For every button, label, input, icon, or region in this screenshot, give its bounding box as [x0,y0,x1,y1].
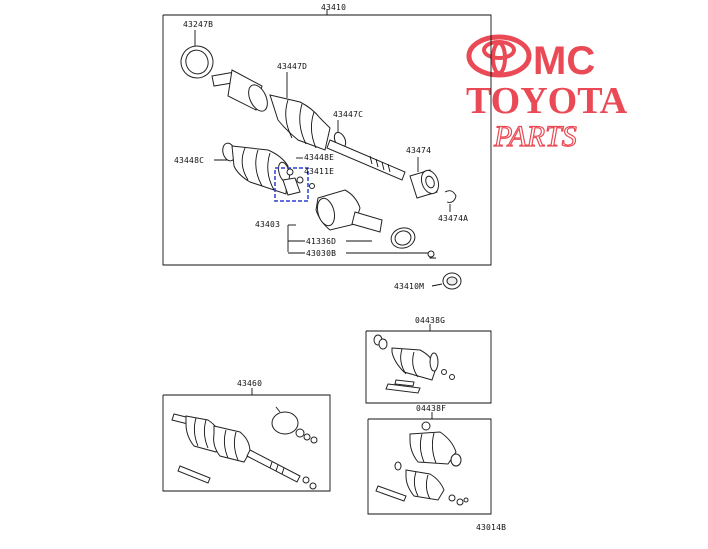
drive-shaft-assy-43460 [171,413,317,490]
label-43403: 43403 [255,220,280,229]
label-43448e: 43448E [304,153,334,162]
outer-cv-joint [211,69,268,112]
kit-frame-04438g [365,330,492,404]
outer-boot-43447d [269,94,331,151]
label-43447c: 43447C [333,110,363,119]
snap-ring [390,227,416,249]
assembly-frame-43460 [162,394,331,492]
label-43410: 43410 [321,3,346,12]
boot-kit-04438f-parts [375,421,469,506]
bearing-ring-43247b [180,45,214,79]
drive-shaft [326,139,406,181]
label-41336d: 41336D [306,237,336,246]
label-04438g: 04438G [415,316,445,325]
dynamic-damper-43474 [409,169,440,199]
boot-kit-43460-parts [177,406,318,484]
kit-frame-04438f [367,418,492,515]
label-43448c: 43448C [174,156,204,165]
label-43447d: 43447D [277,62,307,71]
inner-joint-housing-43403 [315,189,383,233]
label-43474: 43474 [406,146,431,155]
watermark-toyota: TOYOTA [466,80,628,122]
label-43460: 43460 [237,379,262,388]
toyota-logo-icon [466,34,532,78]
label-04438f: 04438F [416,404,446,413]
tripod-joint-parts [282,168,315,196]
label-43247b: 43247B [183,20,213,29]
assembly-frame-main [162,14,492,266]
watermark-mc: MC [533,39,595,83]
boot-kit-04438g-parts [373,334,455,394]
label-43474a: 43474A [438,214,468,223]
label-43030b: 43030B [306,249,336,258]
inner-boot-43448c [222,142,290,195]
label-43411e: 43411E [304,167,334,176]
damper-clamp-43474a [444,190,457,203]
dashed-kit-outline [274,167,309,202]
label-43410m: 43410M [394,282,424,291]
oil-seal-43410m [442,272,462,290]
watermark-parts: PARTS [493,120,577,153]
figure-id: 43014B [476,523,506,532]
small-seal [427,250,435,258]
